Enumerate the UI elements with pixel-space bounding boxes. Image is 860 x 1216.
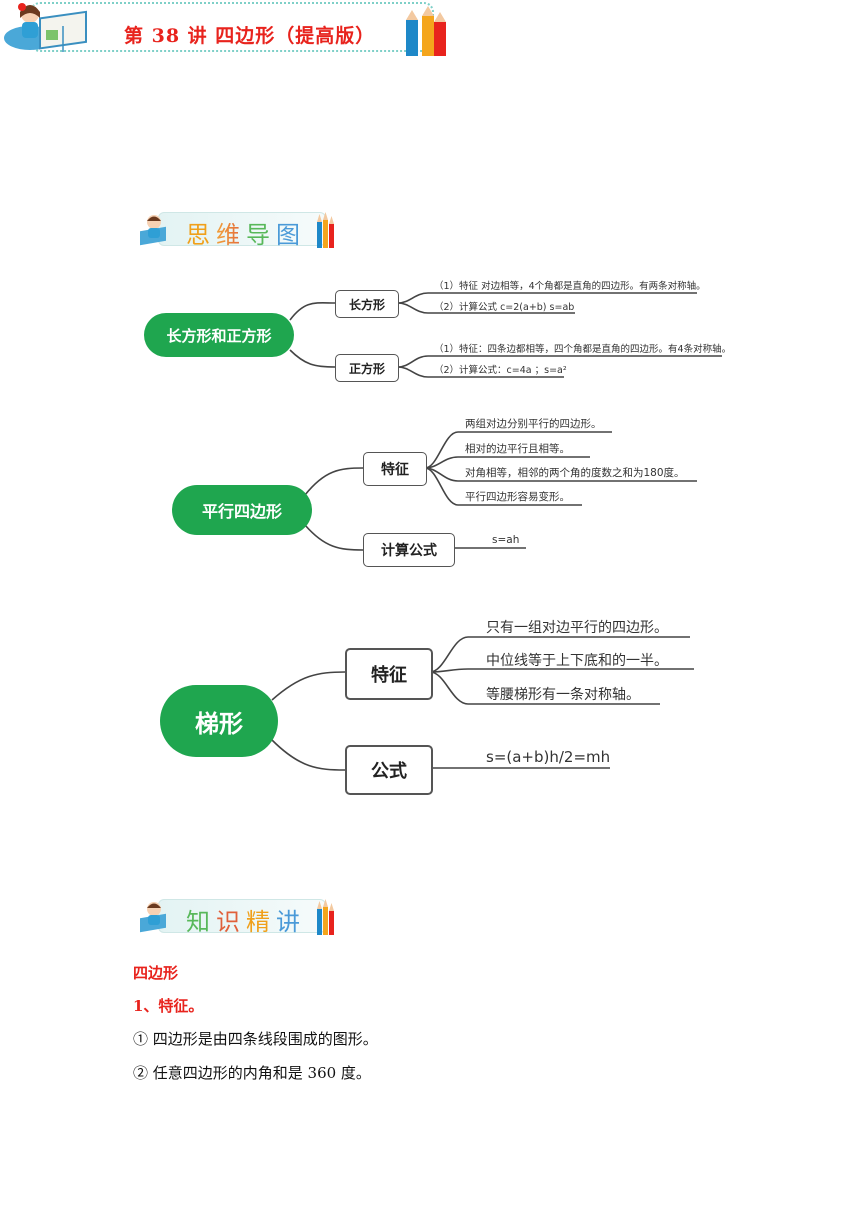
- mindmap1-leaf: （1）特征 对边相等，4个角都是直角的四边形。有两条对称轴。: [434, 281, 706, 292]
- section-header-bar: [158, 212, 326, 246]
- section-title-knowledge: 知识精讲: [186, 902, 306, 937]
- section-header-mindmap: 思维导图: [136, 208, 336, 252]
- section-header-bar: [158, 899, 326, 933]
- content-point: ② 任意四边形的内角和是 360 度。: [133, 1064, 371, 1082]
- page-title: 第 38 讲 四边形（提高版）: [124, 25, 376, 47]
- content-point: ① 四边形是由四条线段围成的图形。: [133, 1030, 378, 1048]
- section-header-knowledge: 知识精讲: [136, 895, 336, 939]
- pencils-icon: [406, 6, 446, 56]
- mindmap2-branch-formula: 计算公式: [363, 533, 455, 567]
- mindmap3-branch-features: 特征: [345, 648, 433, 700]
- mindmap2-root: 平行四边形: [172, 485, 312, 535]
- mindmap3-leaf: 只有一组对边平行的四边形。: [486, 620, 668, 636]
- mindmap1-branch-rectangle: 长方形: [335, 290, 399, 318]
- mindmap1-root: 长方形和正方形: [144, 313, 294, 357]
- mindmap2-leaf: 两组对边分别平行的四边形。: [465, 418, 602, 430]
- content-heading: 四边形: [133, 964, 179, 982]
- mindmap1-leaf: （2）计算公式：c=4a ；s=a²: [434, 365, 567, 376]
- mindmap2-leaf: 相对的边平行且相等。: [465, 443, 570, 455]
- mindmap2-leaf: 平行四边形容易变形。: [465, 491, 570, 503]
- title-banner: 第 38 讲 四边形（提高版）: [0, 0, 446, 60]
- mindmap3-leaf: s=(a+b)h/2=mh: [486, 748, 611, 766]
- pencils-icon: [317, 212, 334, 248]
- mindmap3-leaf: 中位线等于上下底和的一半。: [486, 653, 668, 669]
- mindmap2-branch-features: 特征: [363, 452, 427, 486]
- girl-reading-icon: [4, 3, 87, 52]
- section-title-mindmap: 思维导图: [186, 215, 306, 250]
- mindmap1-leaf: （1）特征：四条边都相等，四个角都是直角的四边形。有4条对称轴。: [434, 344, 732, 355]
- mindmap2-leaf: s=ah: [492, 534, 520, 546]
- girl-reading-icon: [140, 902, 166, 933]
- pencils-icon: [317, 899, 334, 935]
- mindmap2-leaf: 对角相等，相邻的两个角的度数之和为180度。: [465, 467, 685, 479]
- girl-reading-icon: [140, 215, 166, 246]
- mindmap3-leaf: 等腰梯形有一条对称轴。: [486, 687, 640, 703]
- mindmap1-branch-square: 正方形: [335, 354, 399, 382]
- mindmap3-branch-formula: 公式: [345, 745, 433, 795]
- mindmap3-root: 梯形: [160, 685, 278, 757]
- mindmap1-leaf: （2）计算公式 c=2(a+b) s=ab: [434, 302, 575, 313]
- content-subheading: 1、特征。: [133, 997, 204, 1015]
